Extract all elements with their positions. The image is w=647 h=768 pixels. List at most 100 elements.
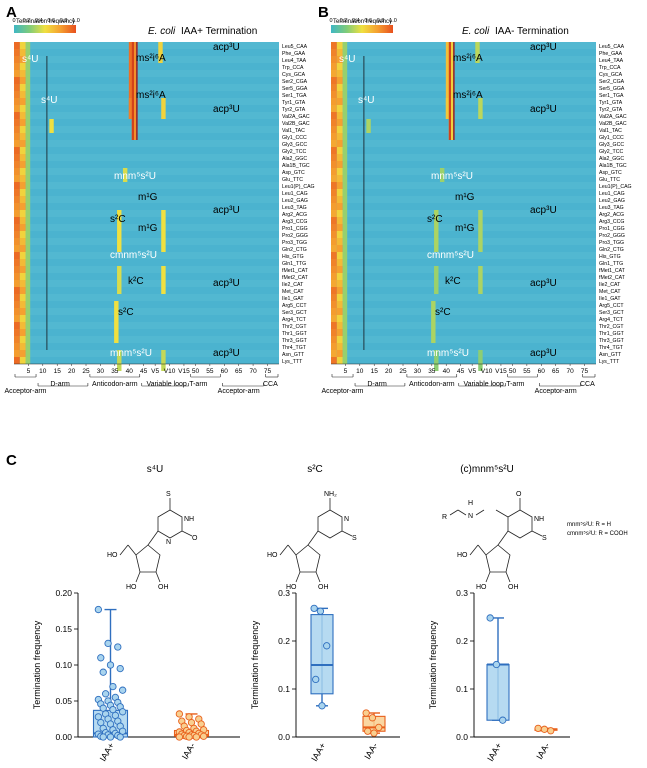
heatmap-cell	[14, 350, 20, 357]
heatmap-cell	[25, 252, 31, 259]
panel-a-title: E. coli IAA+ Termination	[148, 26, 257, 37]
s2c-atom-ho2: HO	[286, 584, 297, 591]
heatmap-row	[14, 280, 279, 287]
heatmap-cell	[336, 77, 343, 84]
heatmap-cell	[19, 280, 26, 287]
trna-label: Leu2_GAG	[282, 198, 308, 204]
modification-label: m¹G	[138, 192, 158, 203]
heatmap-cell	[331, 196, 337, 203]
heatmap-cell	[25, 147, 31, 154]
trna-label: Gly2_TCC	[282, 149, 306, 155]
trna-label: His_GTG	[282, 254, 304, 260]
heatmap-row	[14, 238, 279, 245]
mnm-atom-ho: HO	[457, 552, 468, 559]
y-axis-label: Termination frequency	[428, 620, 438, 709]
heatmap-cell	[331, 280, 337, 287]
heatmap-row	[331, 322, 596, 329]
region-label: T-arm	[189, 381, 207, 388]
heatmap-cell	[342, 224, 348, 231]
heatmap-cell	[331, 133, 337, 140]
heatmap-cell	[336, 329, 343, 336]
heatmap-cell	[14, 77, 20, 84]
category-label: IAA-	[362, 741, 379, 761]
heatmap-hotspot	[117, 266, 122, 294]
x-tick-label: 75	[581, 368, 589, 375]
x-tick-label: 30	[414, 368, 422, 375]
heatmap-cell	[25, 126, 31, 133]
heatmap-cell	[336, 56, 343, 63]
heatmap-cell	[342, 245, 348, 252]
data-point	[118, 686, 127, 694]
modification-label: acp³U	[530, 348, 557, 359]
heatmap-cell	[25, 77, 31, 84]
heatmap-hotspot	[131, 42, 137, 140]
heatmap-row	[331, 126, 596, 133]
heatmap-cell	[331, 56, 337, 63]
heatmap-cell	[14, 315, 20, 322]
heatmap-cell	[331, 350, 337, 357]
heatmap-cell	[342, 301, 348, 308]
heatmap-cell	[14, 224, 20, 231]
heatmap-hotspot	[117, 210, 122, 252]
data-point	[323, 642, 331, 650]
modification-label: mnm⁵s²U	[427, 348, 469, 359]
trna-label: Arg3_CCG	[282, 219, 307, 225]
heatmap-hotspot	[161, 350, 166, 371]
trna-label: Gln2_CTG	[282, 247, 307, 253]
heatmap-row	[331, 224, 596, 231]
s2c-atom-ho: HO	[267, 552, 278, 559]
heatmap-row	[331, 280, 596, 287]
heatmap-cell	[336, 70, 343, 77]
heatmap-row	[331, 112, 596, 119]
trna-label: Gln1_TTG	[282, 261, 306, 267]
trna-label: Lys_TTT	[599, 359, 620, 365]
heatmap-cell	[25, 238, 31, 245]
heatmap-row	[331, 182, 596, 189]
heatmap-cell	[25, 266, 31, 273]
heatmap-cell	[14, 238, 20, 245]
x-tick-label: 30	[97, 368, 105, 375]
mnm-atom-oh: OH	[508, 584, 519, 591]
modification-label: s⁴U	[339, 54, 356, 65]
heatmap-cell	[25, 259, 31, 266]
heatmap-cell	[19, 161, 26, 168]
heatmap-row	[331, 294, 596, 301]
heatmap-cell	[14, 245, 20, 252]
heatmap-row	[331, 42, 596, 49]
heatmap-cell	[19, 322, 26, 329]
heatmap-cell	[14, 287, 20, 294]
heatmap-cell	[14, 154, 20, 161]
s2c-atom-s: S	[352, 535, 357, 542]
heatmap-cell	[14, 266, 20, 273]
y-tick-label: 0.2	[456, 636, 468, 646]
trna-label: Thr4_TGT	[599, 345, 624, 351]
trna-label: Asp_GTC	[599, 170, 622, 176]
region-label: Acceptor-arm	[5, 388, 47, 395]
data-point	[316, 607, 325, 615]
heatmap-row	[14, 168, 279, 175]
trna-label: Ile2_CAT	[282, 282, 304, 288]
x-tick-label: 70	[566, 368, 574, 375]
heatmap-row	[14, 154, 279, 161]
heatmap-cell	[331, 238, 337, 245]
heatmap-cell	[14, 56, 20, 63]
heatmap-cell	[25, 301, 31, 308]
trna-label: Thr3_GGT	[599, 338, 625, 344]
y-tick-label: 0.00	[55, 732, 72, 742]
heatmap-cell	[342, 210, 348, 217]
heatmap-cell	[331, 224, 337, 231]
data-point	[310, 604, 318, 613]
heatmap-cell	[331, 70, 337, 77]
mnm-legend-1: mnm⁵s²U: R = H	[567, 521, 611, 528]
heatmap-cell	[14, 182, 20, 189]
data-point	[540, 725, 549, 733]
heatmap-cell	[25, 91, 31, 98]
modification-label: cmnm⁵s²U	[110, 250, 157, 261]
colorbar-gradient	[331, 25, 393, 33]
y-axis-label: Termination frequency	[32, 620, 42, 709]
heatmap-row	[14, 42, 279, 49]
colorbar-tick-label: 0	[329, 18, 332, 24]
mnm-atom-ho2: HO	[476, 584, 487, 591]
heatmap-hotspot	[46, 56, 48, 350]
